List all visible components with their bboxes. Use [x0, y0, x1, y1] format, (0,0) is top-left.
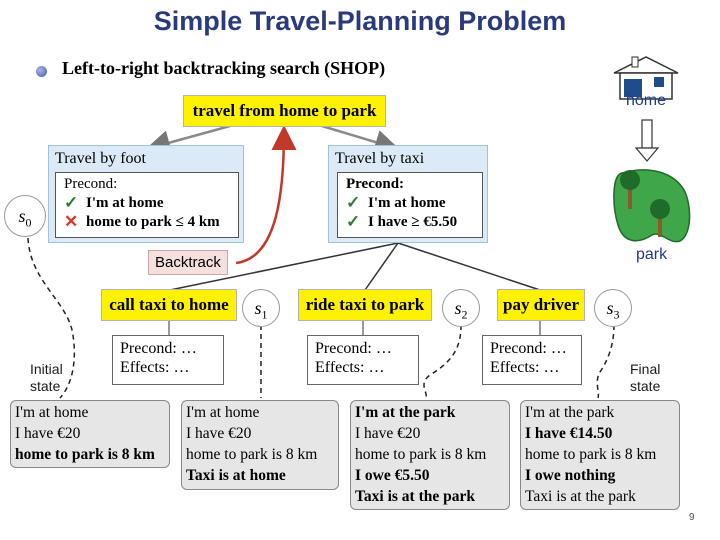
precond-text: Precond: … — [315, 340, 392, 357]
effects-text: Effects: … — [490, 359, 560, 376]
action-ride-taxi: ride taxi to park — [298, 289, 432, 321]
root-task-box: travel from home to park — [183, 95, 386, 127]
down-arrow-icon — [634, 119, 660, 162]
method-title: Travel by taxi — [335, 150, 425, 167]
state-fact: I have €20 — [355, 425, 421, 442]
state-fact: I owe €5.50 — [355, 467, 430, 484]
state-symbol-sub: 2 — [461, 307, 468, 322]
action-details-1: Precond: … Effects: … — [112, 335, 224, 385]
slide-title: Simple Travel-Planning Problem — [153, 6, 567, 36]
state-symbol-s1: s1 — [242, 289, 280, 327]
state-fact: I owe nothing — [525, 467, 616, 484]
edge-taxi-to-action2 — [364, 242, 399, 291]
initial-label-line: Initial — [30, 361, 63, 377]
bullet-icon — [36, 66, 47, 77]
method-title: Travel by foot — [55, 150, 146, 167]
state-fact: I'm at home — [15, 404, 89, 421]
state-fact: home to park is 8 km — [15, 446, 155, 463]
state-fact: Taxi is at the park — [525, 488, 636, 505]
state-symbol-letter: s — [254, 298, 262, 318]
initial-label-line: state — [30, 378, 61, 394]
condition-text: I'm at home — [368, 195, 446, 211]
state-fact: I have €20 — [15, 425, 81, 442]
action-details-3: Precond: … Effects: … — [482, 335, 582, 385]
state-fact: home to park is 8 km — [525, 446, 657, 463]
state-symbol-s2: s2 — [442, 289, 480, 327]
home-label: home — [626, 92, 667, 109]
action-details-2: Precond: … Effects: … — [307, 335, 419, 385]
backtrack-arrow — [235, 125, 297, 265]
precond-label: Precond: — [346, 176, 405, 192]
state-symbol-letter: s — [454, 298, 462, 318]
state-symbol-letter: s — [606, 298, 614, 318]
state-box-s1: I'm at home I have €20 home to park is 8… — [181, 400, 339, 490]
edge-taxi-to-action1 — [169, 242, 399, 291]
state-fact: I have €20 — [186, 425, 252, 442]
precond-label: Precond: — [64, 176, 118, 192]
state-symbol-sub: 0 — [25, 215, 32, 230]
condition-row: ✓ I'm at home — [64, 193, 238, 213]
state-fact: I'm at the park — [525, 404, 615, 421]
action-pay-driver: pay driver — [497, 289, 585, 321]
state-symbol-s0: s0 — [4, 195, 46, 237]
park-icon — [613, 169, 691, 243]
method-travel-by-taxi: Travel by taxi Precond: ✓ I'm at home ✓ … — [328, 145, 488, 243]
state-fact: I'm at home — [186, 404, 260, 421]
action-call-taxi: call taxi to home — [101, 289, 237, 321]
cross-icon: ✕ — [64, 212, 79, 231]
edge-root-to-foot — [145, 124, 231, 155]
state-fact: home to park is 8 km — [186, 446, 318, 463]
bullet-text: Left-to-right backtracking search (SHOP) — [62, 58, 386, 78]
check-icon: ✓ — [346, 212, 361, 231]
effects-text: Effects: … — [120, 359, 190, 376]
state-fact: I'm at the park — [355, 404, 456, 421]
edge-root-to-taxi — [321, 124, 400, 155]
condition-row: ✕ home to park ≤ 4 km — [64, 212, 238, 232]
s3-pointer — [596, 324, 615, 399]
state-symbol-s3: s3 — [594, 289, 632, 327]
state-fact: I have €14.50 — [525, 425, 613, 442]
state-fact: Taxi is at the park — [355, 488, 476, 505]
final-state-label: Final state — [630, 361, 660, 395]
final-label-line: state — [630, 378, 661, 394]
root-task-pre: travel from — [192, 101, 280, 120]
state-box-s2: I'm at the park I have €20 home to park … — [350, 400, 510, 510]
house-icon — [613, 56, 679, 100]
precond-text: Precond: … — [490, 340, 567, 357]
state-fact: Taxi is at home — [186, 467, 286, 484]
initial-state-label: Initial state — [30, 361, 63, 395]
map-illustration — [613, 56, 691, 243]
edge-taxi-to-action3 — [397, 242, 541, 291]
state-symbol-letter: s — [18, 206, 26, 226]
precond-text: Precond: … — [120, 340, 197, 357]
condition-row: ✓ I have ≥ €5.50 — [346, 212, 482, 232]
root-task-bold: home — [279, 101, 319, 120]
precond-box: Precond: ✓ I'm at home ✕ home to park ≤ … — [55, 172, 239, 238]
state-box-s0: I'm at home I have €20 home to park is 8… — [10, 400, 170, 468]
final-label-line: Final — [630, 361, 661, 377]
state-symbol-sub: 3 — [613, 307, 620, 322]
state-symbol-sub: 1 — [261, 307, 268, 322]
backtrack-label: Backtrack — [148, 250, 228, 275]
method-travel-by-foot: Travel by foot Precond: ✓ I'm at home ✕ … — [48, 145, 244, 243]
condition-row: ✓ I'm at home — [346, 193, 482, 213]
condition-text: I have ≥ €5.50 — [368, 214, 458, 230]
park-label: park — [636, 246, 668, 263]
condition-text: I'm at home — [86, 195, 164, 211]
state-fact: home to park is 8 km — [355, 446, 487, 463]
page-number: 9 — [689, 512, 695, 523]
effects-text: Effects: … — [315, 359, 385, 376]
condition-text: home to park ≤ 4 km — [86, 214, 220, 230]
precond-box: Precond: ✓ I'm at home ✓ I have ≥ €5.50 — [337, 172, 483, 238]
state-box-s3: I'm at the park I have €14.50 home to pa… — [520, 400, 680, 510]
root-task-post: to park — [318, 101, 377, 120]
s0-pointer — [27, 237, 76, 399]
check-icon: ✓ — [64, 193, 79, 212]
s2-pointer — [423, 324, 462, 399]
check-icon: ✓ — [346, 193, 361, 212]
